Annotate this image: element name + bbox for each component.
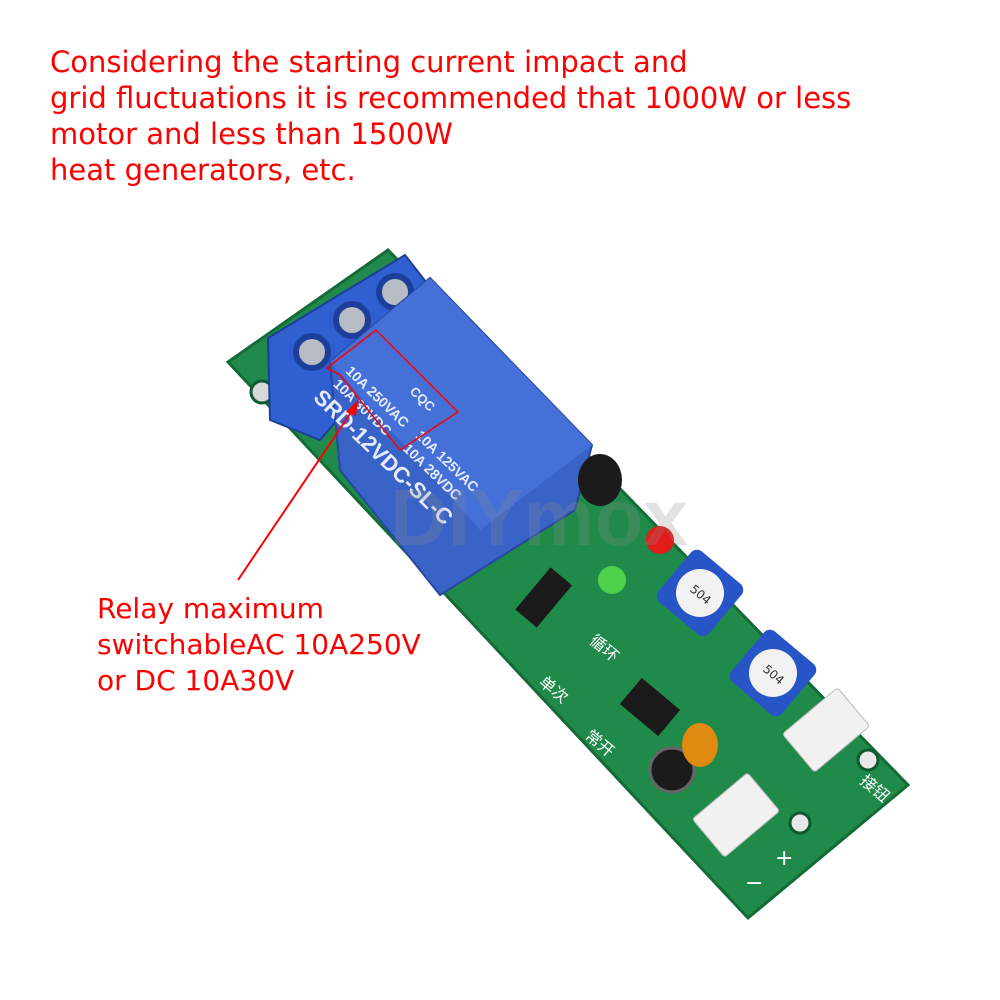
button-connector [783,688,869,772]
caption-line: or DC 10A30V [97,664,295,697]
red-led [646,526,674,554]
arrow-head-icon [346,400,358,416]
caption-line: grid fluctuations it is recommended that… [50,81,852,115]
power-connector [693,773,779,857]
caption-line: Relay maximum [97,592,324,625]
top-caption: Considering the starting current impact … [50,44,950,188]
annotation-box [325,329,460,452]
potentiometer-knob [676,569,724,617]
terminal-screw [293,333,331,371]
watermark: DIYmox [390,473,688,562]
relay-caption: Relay maximum switchableAC 10A250V or DC… [97,591,477,699]
annotation-arrow [237,401,359,581]
ceramic-capacitor [682,723,718,767]
jumper-header [515,567,573,628]
caption-line: switchableAC 10A250V [97,628,421,661]
caption-line: heat generators, etc. [50,153,356,187]
mount-hole [856,748,880,772]
electrolytic-capacitor [648,746,696,794]
silkscreen-label: + [775,846,793,871]
terminal-screw [333,301,371,339]
caption-line: Considering the starting current impact … [50,45,688,79]
silkscreen-label: − [745,871,763,896]
potentiometer-knob [749,649,797,697]
jumper-header [619,677,681,737]
relay-top-face [330,278,592,530]
caption-line: motor and less than 1500W [50,117,453,151]
transistor [578,454,622,506]
mount-hole [788,811,812,835]
green-led [598,566,626,594]
